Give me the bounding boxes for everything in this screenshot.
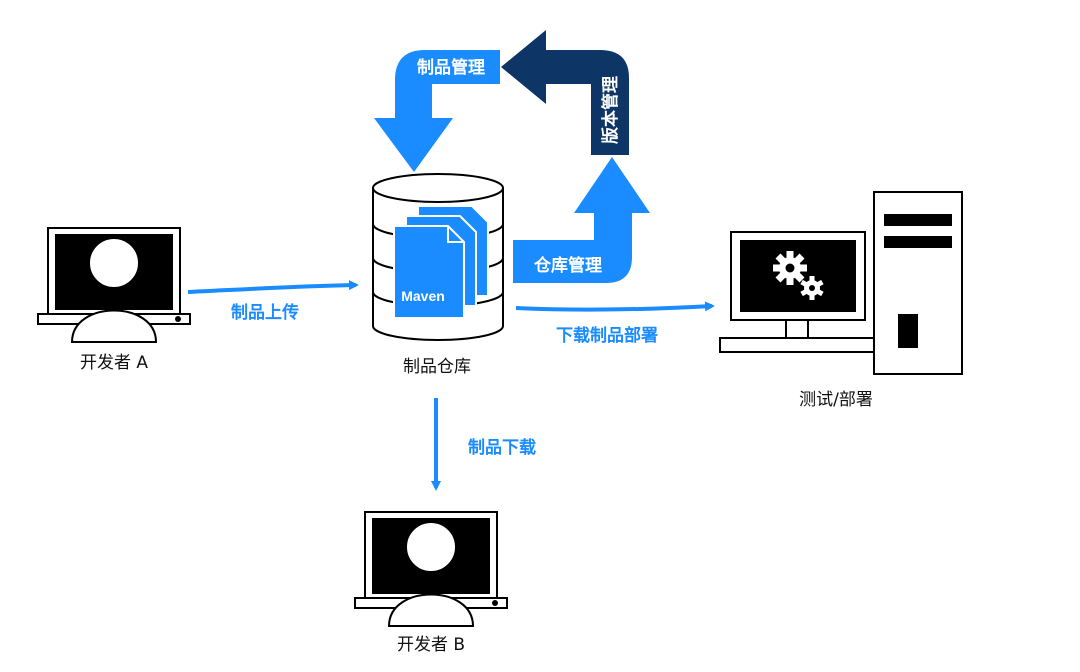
developer-b-computer-icon [354, 511, 508, 627]
developer-a-computer-icon [37, 227, 191, 343]
test-deploy-label: 测试/部署 [799, 390, 873, 410]
repository-label: 制品仓库 [403, 357, 471, 377]
maven-document-stack-icon [393, 205, 489, 319]
repo-management-arrow [513, 157, 650, 283]
repo-management-label: 仓库管理 [533, 255, 602, 276]
upload-arrow [187, 280, 359, 294]
gear-icon [773, 251, 824, 300]
test-deploy-workstation-icon [719, 191, 963, 375]
artifact-management-label: 制品管理 [417, 57, 485, 78]
artifact-management-arrow [374, 50, 500, 172]
version-management-arrow [501, 30, 629, 155]
deploy-download-arrow [515, 301, 715, 312]
deploy-download-label: 下载制品部署 [556, 325, 658, 346]
upload-label: 制品上传 [231, 302, 299, 323]
developer-a-label: 开发者 A [80, 353, 148, 373]
maven-label: Maven [401, 288, 445, 304]
version-management-label: 版本管理 [600, 76, 621, 144]
download-label: 制品下载 [468, 437, 536, 458]
developer-b-label: 开发者 B [397, 635, 465, 655]
